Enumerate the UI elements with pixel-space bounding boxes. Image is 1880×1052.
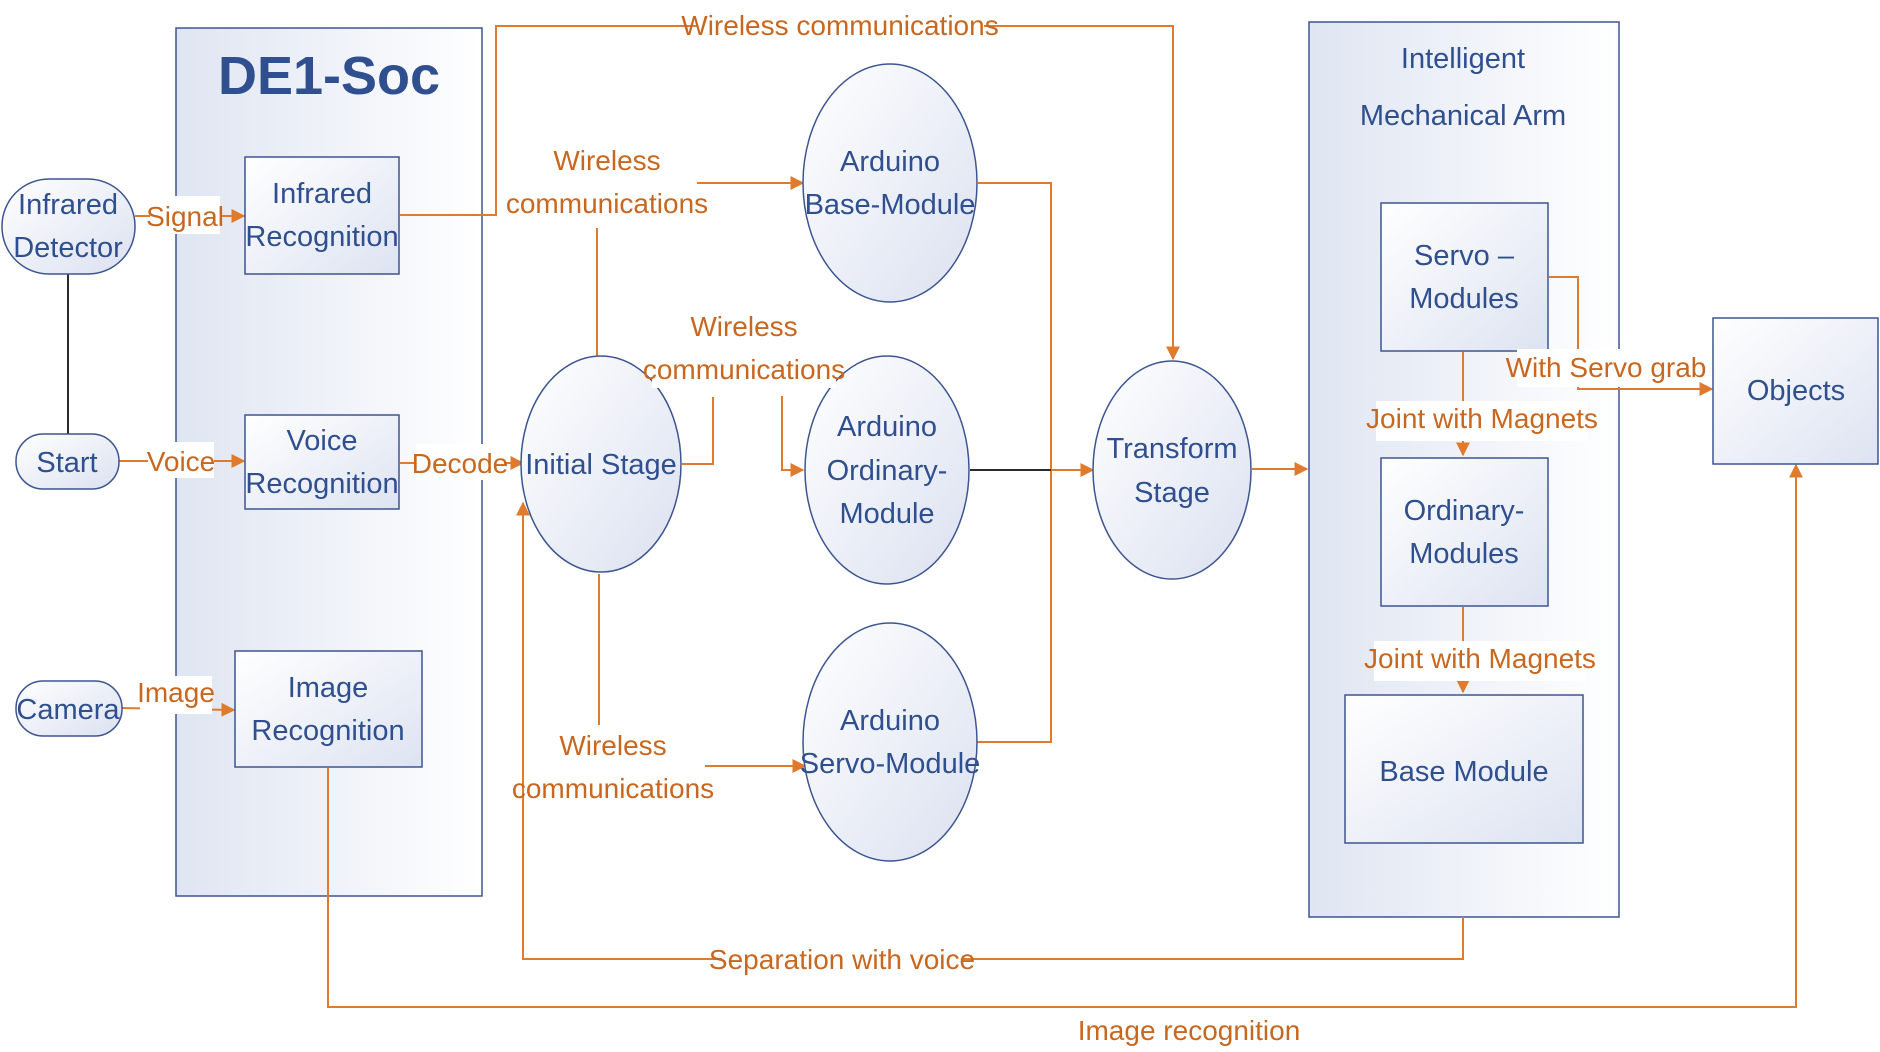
servo-modules-box (1380, 202, 1549, 352)
joint-magnets-label-1: Joint with Magnets (1366, 403, 1598, 434)
servo-modules-line2: Modules (1409, 283, 1519, 315)
base-module-label: Base Module (1379, 756, 1548, 788)
image-recognition-line1: Image (288, 672, 369, 704)
arduino-base-module-node (802, 63, 978, 303)
infrared-detector-node (1, 178, 136, 275)
servo-modules-line1: Servo – (1414, 240, 1515, 272)
voice-recognition-line1: Voice (287, 425, 358, 457)
image-label: Image (137, 677, 215, 708)
infrared-detector-line2: Detector (13, 232, 123, 264)
arduino-ordinary-line1: Arduino (837, 411, 937, 443)
arm-title-line2: Mechanical Arm (1360, 100, 1566, 132)
objects-box (1712, 317, 1879, 465)
infrared-recognition-line1: Infrared (272, 178, 372, 210)
wireless-b-line1: Wireless (690, 311, 797, 342)
arduino-servo-line1: Arduino (840, 705, 940, 737)
servo-grab-label: With Servo grab (1506, 352, 1707, 383)
image-recognition-edge-label: Image recognition (1078, 1015, 1301, 1046)
joint-magnets-label-2: Joint with Magnets (1364, 643, 1596, 674)
wireless-c-line1: Wireless (559, 730, 666, 761)
transform-stage-node (1092, 360, 1252, 580)
image-recognition-line2: Recognition (251, 715, 404, 747)
wireless-a-line2: communications (506, 188, 708, 219)
voice-recognition-line2: Recognition (245, 468, 398, 500)
transform-stage-line1: Transform (1106, 433, 1237, 465)
infrared-recognition-box (244, 156, 400, 275)
infrared-recognition-line2: Recognition (245, 221, 398, 253)
initial-stage-node (520, 355, 682, 573)
initial-stage-label: Initial Stage (525, 449, 677, 481)
ordinary-modules-line2: Modules (1409, 538, 1519, 570)
ordinary-modules-line1: Ordinary- (1404, 495, 1525, 527)
wireless-a-line1: Wireless (553, 145, 660, 176)
start-label: Start (36, 447, 97, 479)
signal-label: Signal (146, 201, 224, 232)
wireless-b-line2: communications (643, 354, 845, 385)
arduino-base-line2: Base-Module (805, 189, 976, 221)
camera-label: Camera (16, 694, 120, 726)
wireless-top-label: Wireless communications (681, 10, 998, 41)
objects-label: Objects (1747, 375, 1845, 407)
voice-recognition-box (244, 414, 400, 510)
de1soc-title: DE1-Soc (218, 46, 440, 106)
infrared-detector-line1: Infrared (18, 189, 118, 221)
arduino-ordinary-line2: Ordinary- (827, 455, 948, 487)
wireless-c-line2: communications (512, 773, 714, 804)
base-module-box (1344, 694, 1584, 844)
arduino-servo-module-node (802, 622, 978, 862)
arduino-servo-line2: Servo-Module (800, 748, 981, 780)
voice-label: Voice (147, 446, 216, 477)
arduino-base-line1: Arduino (840, 146, 940, 178)
arm-title-line1: Intelligent (1401, 43, 1525, 75)
camera-node (15, 680, 123, 737)
transform-stage-line2: Stage (1134, 477, 1210, 509)
decode-label: Decode (412, 448, 509, 479)
separation-label: Separation with voice (709, 944, 975, 975)
arduino-ordinary-module-node (804, 355, 970, 585)
start-node (15, 433, 120, 490)
ordinary-modules-box (1380, 457, 1549, 607)
arduino-ordinary-line3: Module (839, 498, 934, 530)
image-recognition-box (234, 650, 423, 768)
